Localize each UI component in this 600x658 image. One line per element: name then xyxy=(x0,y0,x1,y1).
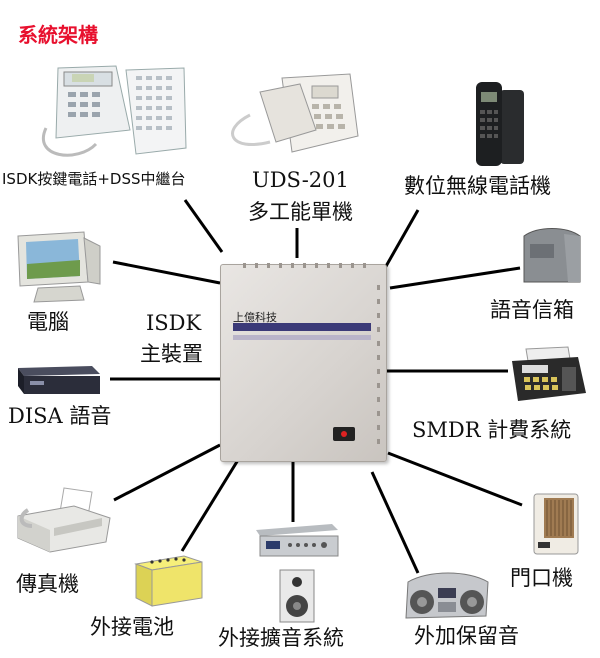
line-hold xyxy=(370,471,420,574)
dss-console-image xyxy=(38,58,188,166)
brand-stripe-light xyxy=(233,335,371,340)
line-door xyxy=(387,451,523,507)
hold-music-player-image xyxy=(398,568,494,622)
brand-label: 上億科技 xyxy=(233,311,277,324)
label-voicemail: 語音信箱 xyxy=(490,298,574,322)
label-isdk: ISDK xyxy=(146,311,202,335)
fax-image xyxy=(14,486,114,556)
label-hold-music: 外加保留音 xyxy=(414,624,519,648)
label-main-unit: 主裝置 xyxy=(140,342,203,366)
label-cordless: 數位無線電話機 xyxy=(404,174,551,198)
line-dss xyxy=(183,199,224,253)
pc-image xyxy=(14,230,104,306)
cordless-phone-image xyxy=(470,80,530,168)
door-phone-image xyxy=(532,492,580,556)
line-pc xyxy=(112,260,221,285)
label-uds201-desc: 多工能單機 xyxy=(248,200,353,224)
diagram-title: 系統架構 xyxy=(18,23,98,47)
label-amplifier: 外接擴音系統 xyxy=(218,626,344,650)
amplifier-image xyxy=(254,520,340,624)
label-uds201-model: UDS-201 xyxy=(252,168,349,192)
battery-image xyxy=(132,552,204,608)
label-battery: 外接電池 xyxy=(90,615,174,639)
label-fax: 傳真機 xyxy=(16,572,79,596)
disa-image xyxy=(12,364,102,396)
voicemail-image xyxy=(518,226,586,286)
power-switch xyxy=(333,427,355,441)
uds201-phone-image xyxy=(220,70,360,160)
line-voicemail xyxy=(389,266,521,290)
line-battery xyxy=(180,459,240,552)
label-smdr: SMDR 計費系統 xyxy=(412,418,572,442)
label-dss-console: ISDK按鍵電話+DSS中繼台 xyxy=(2,170,186,188)
label-pc: 電腦 xyxy=(27,310,69,334)
label-door-phone: 門口機 xyxy=(510,566,573,590)
label-disa: DISA 語音 xyxy=(8,404,112,428)
isdk-main-unit: 上億科技 xyxy=(220,263,387,462)
line-fax xyxy=(113,443,221,502)
line-cordless xyxy=(383,209,420,269)
smdr-printer-image xyxy=(508,345,588,403)
brand-stripe xyxy=(233,323,371,331)
